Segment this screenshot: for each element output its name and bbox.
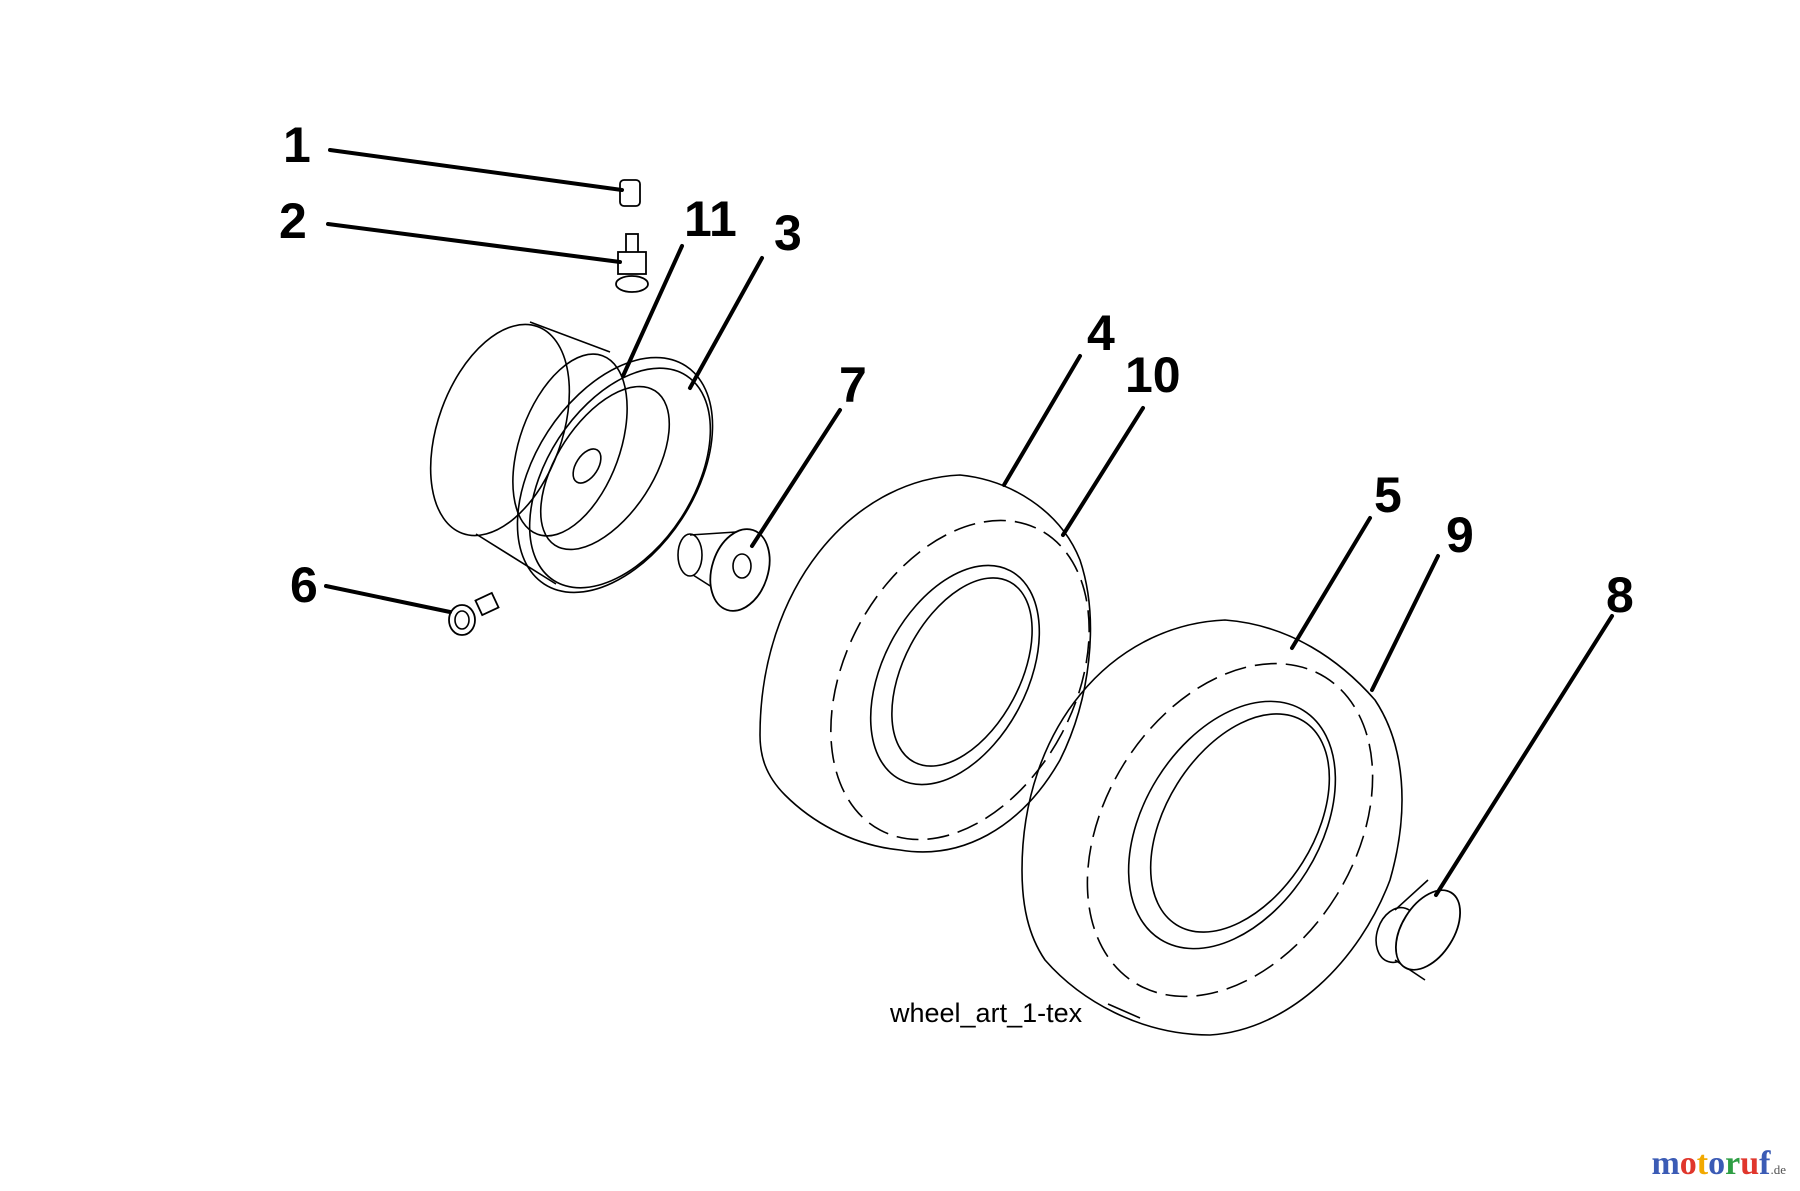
tire-rear-part: [1021, 619, 1403, 1036]
valve-cap-part: [619, 179, 641, 207]
callout-1: 1: [283, 117, 311, 173]
logo-letter: r: [1725, 1145, 1741, 1182]
diagram-caption: wheel_art_1-tex: [889, 998, 1083, 1028]
callout-8: 8: [1606, 567, 1634, 623]
leader-line-10: [1061, 406, 1145, 537]
leader-line-6: [324, 584, 452, 614]
valve-stem-part: [615, 233, 649, 293]
lug-bolt-part: [448, 591, 500, 636]
callout-labels: 1 2 3 4 5 6 7 8 9 10 11: [279, 117, 1634, 623]
callout-2: 2: [279, 193, 307, 249]
callout-5: 5: [1374, 467, 1402, 523]
callout-11: 11: [684, 191, 737, 247]
callout-7: 7: [839, 357, 867, 413]
logo-letter: f: [1759, 1145, 1771, 1182]
leader-line-9: [1370, 554, 1440, 692]
logo-letter: t: [1696, 1145, 1709, 1182]
leader-line-8: [1434, 614, 1614, 897]
leader-line-7: [750, 408, 842, 548]
callout-10: 10: [1125, 347, 1181, 403]
leader-line-5: [1290, 516, 1372, 650]
tire-front-part: [759, 474, 1092, 853]
leader-line-11: [621, 244, 684, 378]
callout-4: 4: [1087, 305, 1115, 361]
callout-6: 6: [290, 557, 318, 613]
leader-lines: [324, 148, 1614, 1019]
leader-line-4: [1002, 354, 1082, 487]
wheel-rim-part: [429, 321, 714, 594]
hub-cap-part: [1375, 879, 1461, 981]
motoruf-logo: motoruf.de: [1651, 1145, 1786, 1183]
logo-letter: u: [1740, 1145, 1760, 1182]
leader-line-2: [326, 222, 622, 264]
caption-leader: [1107, 1003, 1141, 1019]
callout-3: 3: [774, 205, 802, 261]
callout-9: 9: [1446, 507, 1474, 563]
bushing-part: [677, 528, 771, 612]
logo-letter: o: [1679, 1145, 1697, 1182]
logo-letter: m: [1651, 1145, 1680, 1182]
leader-line-3: [688, 256, 764, 390]
leader-line-1: [328, 148, 624, 192]
logo-suffix: .de: [1770, 1162, 1786, 1177]
logo-letter: o: [1708, 1145, 1726, 1182]
